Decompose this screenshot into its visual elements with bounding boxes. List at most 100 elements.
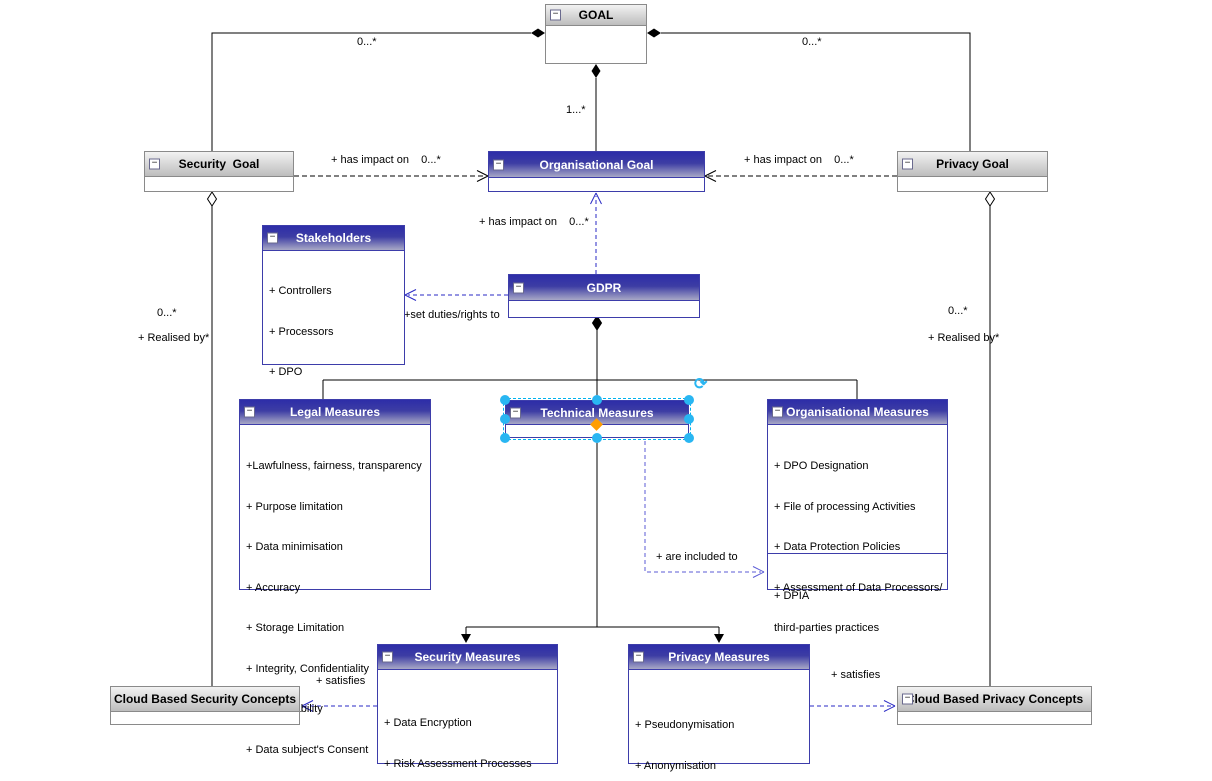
resize-handle-bottom-center[interactable] xyxy=(592,433,602,443)
node-title: Cloud Based Security Concepts xyxy=(113,692,297,706)
edge-gdpr-impact[interactable] xyxy=(590,192,602,274)
attribute: +Lawfulness, fairness, transparency xyxy=(246,460,422,472)
edge-technical-to-dpia[interactable] xyxy=(644,441,765,578)
node-goal[interactable]: − GOAL xyxy=(545,4,647,64)
edge-security-goal-to-goal[interactable] xyxy=(211,28,545,152)
attribute: + Integrity, Confidentiality xyxy=(246,662,369,675)
node-stakeholders[interactable]: − Stakeholders + Controllers + Processor… xyxy=(262,225,405,540)
collapse-icon[interactable]: − xyxy=(633,651,644,663)
edge-label-satisfies[interactable]: + satisfies xyxy=(316,675,366,687)
resize-handle-middle-right[interactable] xyxy=(684,414,694,424)
attribute: third-parties practices xyxy=(774,622,880,634)
resize-handle-middle-left[interactable] xyxy=(500,414,510,424)
edge-privacy-goal-realised[interactable] xyxy=(984,191,996,686)
attribute: + Anonymisation xyxy=(635,759,717,772)
node-title: Privacy Measures xyxy=(668,650,770,664)
node-title: GDPR xyxy=(586,280,622,295)
collapse-icon[interactable]: − xyxy=(493,159,504,170)
attribute: + File of processing Activities xyxy=(774,500,916,513)
edge-security-goal-realised[interactable] xyxy=(206,191,218,686)
edge-organisational-goal-to-goal[interactable] xyxy=(591,64,601,151)
node-title: Legal Measures xyxy=(289,405,381,419)
collapse-icon[interactable]: − xyxy=(772,406,783,418)
edge-technical-to-sub-measures[interactable] xyxy=(461,439,724,643)
node-legal-measures[interactable]: − Legal Measures +Lawfulness, fairness, … xyxy=(239,399,431,756)
edge-gdpr-stakeholders[interactable] xyxy=(404,289,508,301)
attribute-list: + Pseudonymisation + Anonymisation + Pri… xyxy=(629,670,809,781)
node-organisational-goal[interactable]: − Organisational Goal xyxy=(488,151,705,192)
attribute: + Data minimisation xyxy=(246,541,343,553)
edge-privacy-goal-impact[interactable] xyxy=(704,170,897,182)
collapse-icon[interactable]: − xyxy=(902,158,913,170)
collapse-icon[interactable]: − xyxy=(382,651,393,663)
attribute: + DPO xyxy=(269,366,303,378)
edge-gdpr-measures-tree[interactable] xyxy=(322,315,858,400)
attribute-compartment: + DPIA xyxy=(768,553,947,602)
attribute: + Risk Assessment Processes xyxy=(384,757,532,770)
node-title: Privacy Goal xyxy=(936,157,1009,171)
edge-label-multiplicity[interactable]: 0...* xyxy=(948,305,968,317)
attribute: + DPO Designation xyxy=(774,460,869,472)
edge-privacy-satisfies[interactable] xyxy=(810,700,896,712)
attribute: + Processors xyxy=(269,325,334,338)
attribute: + Storage Limitation xyxy=(246,622,345,634)
rotate-icon[interactable]: ⟳ xyxy=(694,376,708,393)
node-security-measures[interactable]: − Security Measures + Data Encryption + … xyxy=(377,644,558,770)
resize-handle-top-center[interactable] xyxy=(592,395,602,405)
node-security-goal[interactable]: − Security Goal xyxy=(144,151,294,192)
edge-label-has-impact-on[interactable]: + has impact on 0...* xyxy=(479,216,589,228)
collapse-icon[interactable]: − xyxy=(513,282,524,293)
node-gdpr[interactable]: − GDPR xyxy=(508,274,700,318)
node-title: Security Measures xyxy=(414,650,521,664)
node-privacy-measures[interactable]: − Privacy Measures + Pseudonymisation + … xyxy=(628,644,810,772)
edge-label-multiplicity[interactable]: 0...* xyxy=(802,36,822,48)
edge-label-realised-by[interactable]: + Realised by* xyxy=(138,332,210,344)
node-cloud-privacy-concepts[interactable]: − Cloud Based Privacy Concepts xyxy=(897,686,1092,725)
resize-handle-top-right[interactable] xyxy=(684,395,694,405)
collapse-icon[interactable]: − xyxy=(510,407,521,418)
edge-label-has-impact-on[interactable]: + has impact on 0...* xyxy=(744,154,854,166)
collapse-icon[interactable]: − xyxy=(902,693,913,705)
collapse-icon[interactable]: − xyxy=(550,9,561,21)
node-title: Security Goal xyxy=(178,157,260,171)
edge-label-realised-by[interactable]: + Realised by* xyxy=(928,332,1000,344)
attribute: + Pseudonymisation xyxy=(635,719,735,731)
collapse-icon[interactable]: − xyxy=(267,232,278,244)
edge-label-satisfies[interactable]: + satisfies xyxy=(831,669,881,681)
attribute: + Data Encryption xyxy=(384,717,472,729)
resize-handle-bottom-left[interactable] xyxy=(500,433,510,443)
edge-security-satisfies[interactable] xyxy=(301,700,377,712)
node-technical-measures[interactable]: − Technical Measures xyxy=(505,400,689,438)
node-title: Technical Measures xyxy=(540,405,654,420)
edge-label-has-impact-on[interactable]: + has impact on 0...* xyxy=(331,154,441,166)
attribute: + DPIA xyxy=(774,590,810,602)
edge-label-set-duties[interactable]: +set duties/rights to xyxy=(404,309,500,321)
node-title: Organisational Measures xyxy=(786,405,929,419)
node-privacy-goal[interactable]: − Privacy Goal xyxy=(897,151,1048,192)
node-title: GOAL xyxy=(578,8,614,22)
edge-security-goal-impact[interactable] xyxy=(294,170,489,182)
attribute-list: + DPO Designation + File of processing A… xyxy=(768,425,947,663)
node-organisational-measures[interactable]: − Organisational Measures + DPO Designat… xyxy=(767,399,948,634)
node-cloud-security-concepts[interactable]: Cloud Based Security Concepts xyxy=(110,686,300,725)
attribute: + Accuracy xyxy=(246,581,301,594)
node-title: Organisational Goal xyxy=(539,157,654,172)
attribute: + Controllers xyxy=(269,285,332,297)
edge-label-are-included-to[interactable]: + are included to xyxy=(656,551,738,563)
collapse-icon[interactable]: − xyxy=(244,406,255,418)
node-title: Stakeholders xyxy=(295,231,372,245)
resize-handle-bottom-right[interactable] xyxy=(684,433,694,443)
collapse-icon[interactable]: − xyxy=(149,158,160,170)
edge-label-multiplicity[interactable]: 0...* xyxy=(357,36,377,48)
attribute-list: + Data Encryption + Risk Assessment Proc… xyxy=(378,670,557,781)
attribute-list: +Lawfulness, fairness, transparency + Pu… xyxy=(240,425,430,781)
attribute: + Purpose limitation xyxy=(246,500,343,513)
resize-handle-top-left[interactable] xyxy=(500,395,510,405)
attribute: + Data subject's Consent xyxy=(246,743,369,756)
attribute: + Assessment of Data Processors/ xyxy=(774,581,943,594)
edge-label-multiplicity[interactable]: 0...* xyxy=(157,307,177,319)
node-title: Cloud Based Privacy Concepts xyxy=(905,692,1084,706)
edge-label-multiplicity[interactable]: 1...* xyxy=(566,104,586,116)
